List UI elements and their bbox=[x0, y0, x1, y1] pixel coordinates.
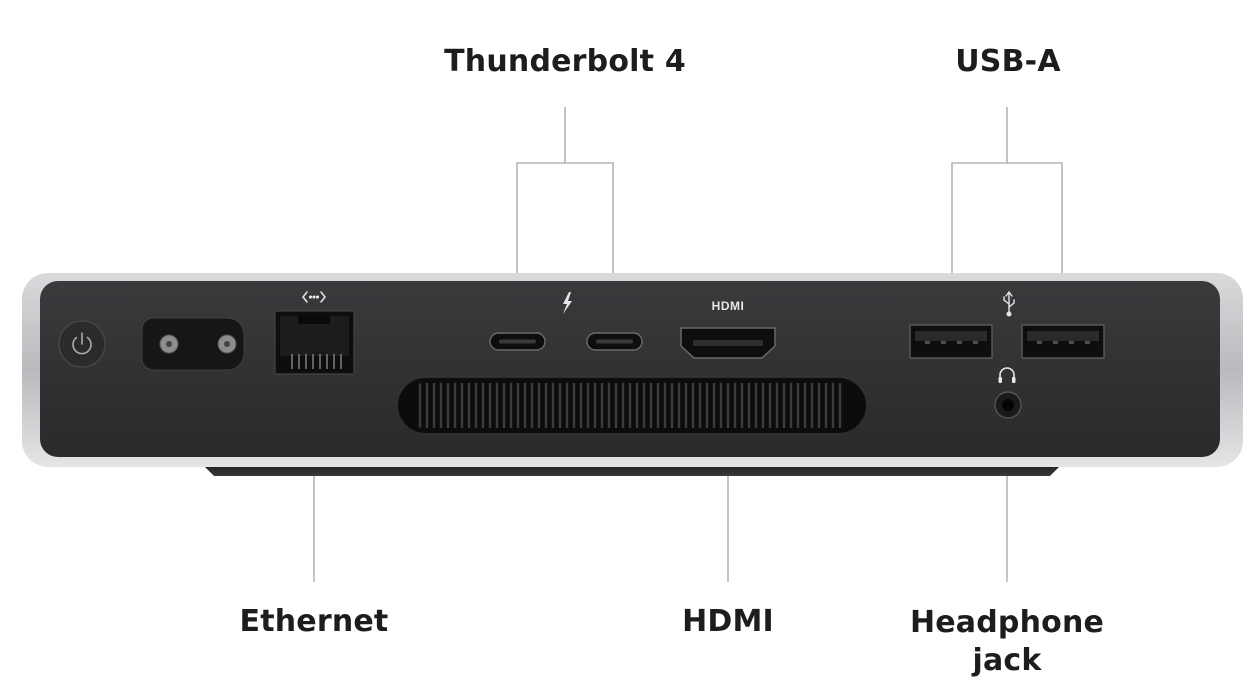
thunderbolt-port-1-tongue bbox=[499, 339, 536, 344]
headphone-jack bbox=[994, 391, 1022, 419]
headphone-icon bbox=[998, 367, 1016, 383]
hdmi-port bbox=[680, 327, 776, 359]
headphone-label-line-2: jack bbox=[972, 643, 1042, 678]
hdmi-port-marking: HDMI bbox=[711, 299, 745, 313]
ethernet-icon bbox=[302, 291, 326, 303]
power-icon bbox=[72, 332, 92, 355]
usb-a-port-2 bbox=[1021, 324, 1105, 359]
power-button bbox=[58, 320, 106, 368]
ethernet-label: Ethernet bbox=[239, 604, 389, 639]
thunderbolt-4-label: Thunderbolt 4 bbox=[444, 44, 686, 79]
usb-icon bbox=[1003, 290, 1015, 317]
ac-power-inlet bbox=[141, 317, 245, 371]
ethernet-port bbox=[274, 310, 355, 375]
usb-a-port-1 bbox=[909, 324, 993, 359]
thunderbolt-port-2-tongue bbox=[596, 339, 633, 344]
vent-grille bbox=[398, 378, 866, 433]
headphone-jack-label: Headphone jack bbox=[897, 604, 1117, 680]
headphone-label-line-1: Headphone bbox=[909, 605, 1105, 640]
thunderbolt-icon bbox=[563, 292, 572, 314]
usb-a-label: USB-A bbox=[955, 44, 1061, 79]
hdmi-label: HDMI bbox=[682, 604, 774, 639]
